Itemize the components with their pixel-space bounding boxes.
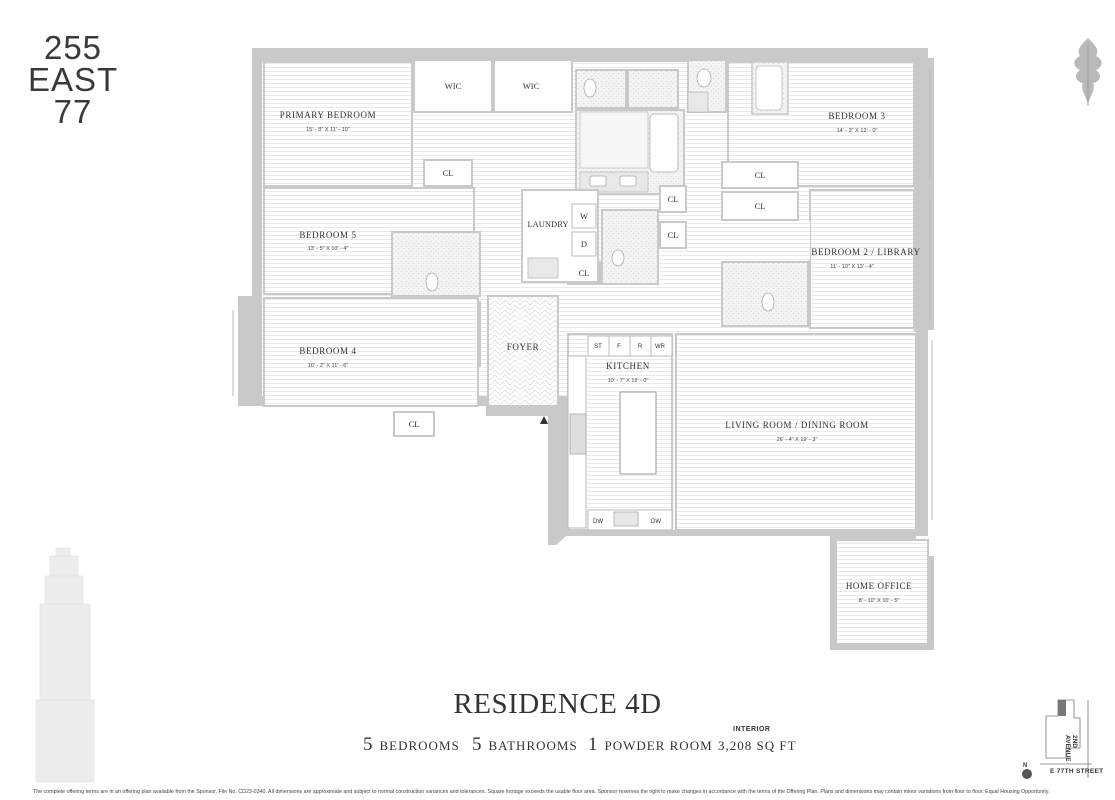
dims-bedroom-5: 13' - 5" X 10' - 4" <box>308 246 349 252</box>
label-bedroom-4: BEDROOM 4 <box>299 346 356 356</box>
stat-bedrooms: 5 BEDROOMS <box>363 734 460 756</box>
room-home-office <box>835 539 929 645</box>
street-label: E 77TH STREET <box>1050 768 1104 775</box>
dims-home-office: 8' - 10" X 10' - 5" <box>859 598 900 604</box>
stat-bathrooms-label: BATHROOMS <box>488 738 578 753</box>
closet-bedroom3 <box>721 161 799 189</box>
entry-arrow-icon <box>540 416 548 424</box>
room-bedroom-2 <box>809 189 915 329</box>
label-primary-bedroom: PRIMARY BEDROOM <box>280 110 376 120</box>
closet-bedroom4 <box>393 411 435 437</box>
label-washer: W <box>580 211 588 221</box>
stat-powder-label: POWDER ROOM <box>604 738 713 753</box>
label-st: ST <box>594 344 602 350</box>
room-bedroom-4 <box>263 297 479 407</box>
room-primary-bedroom <box>263 61 413 187</box>
stat-bedrooms-number: 5 <box>363 734 374 755</box>
label-kitchen: KITCHEN <box>606 361 650 371</box>
label-cl-primary: CL <box>443 168 454 178</box>
building-silhouette-icon <box>35 547 95 783</box>
room-powder <box>601 209 659 285</box>
label-foyer: FOYER <box>507 342 540 352</box>
stat-bathrooms: 5 BATHROOMS <box>472 734 578 756</box>
dims-bedroom-4: 16' - 2" X 11' - 6" <box>308 363 348 369</box>
stat-powder-number: 1 <box>588 734 599 755</box>
dims-bedroom-3: 14' - 3" X 12' - 0" <box>837 128 878 134</box>
interior-label: INTERIOR <box>733 726 771 733</box>
closet-hall-1 <box>659 185 687 213</box>
label-cl-hall-2: CL <box>668 230 679 240</box>
closet-bedroom2 <box>721 191 799 221</box>
north-label: N <box>1023 763 1028 769</box>
dims-living-dining: 26' - 4" X 19' - 3" <box>777 437 818 443</box>
label-laundry: LAUNDRY <box>527 219 568 229</box>
north-compass-icon <box>1022 769 1032 779</box>
label-dryer: D <box>581 239 587 249</box>
label-wic-1: WIC <box>445 81 462 91</box>
label-bedroom-3: BEDROOM 3 <box>828 111 885 121</box>
label-dw-2: DW <box>651 519 661 525</box>
dims-primary-bedroom: 15' - 8" X 11' - 10" <box>306 127 350 133</box>
kitchen-island <box>619 391 657 475</box>
label-f: F <box>617 344 621 350</box>
label-living-dining: LIVING ROOM / DINING ROOM <box>725 420 869 430</box>
dims-bedroom-2: 11' - 10" X 13' - 4" <box>830 264 874 270</box>
label-dw-1: DW <box>593 519 603 525</box>
logo-line-2: EAST <box>28 61 119 98</box>
room-wic-2 <box>493 59 573 113</box>
label-cl-bedroom3: CL <box>755 170 766 180</box>
location-key-map <box>1022 699 1092 779</box>
room-wic-1 <box>413 59 493 113</box>
legal-footnote: The complete offering terms are in an of… <box>33 789 1050 795</box>
label-wr: WR <box>655 344 666 350</box>
avenue-label: 2ND AVENUE <box>1064 735 1078 762</box>
label-bedroom-5: BEDROOM 5 <box>299 230 356 240</box>
stat-sqft: 3,208 SQ FT <box>718 738 797 753</box>
stat-bathrooms-number: 5 <box>472 734 483 755</box>
closet-hall-2 <box>659 221 687 249</box>
logo-line-3: 77 <box>53 93 93 130</box>
label-cl-bedroom2: CL <box>755 201 766 211</box>
label-r: R <box>638 344 643 350</box>
building-logo: 255 EAST 77 <box>28 29 119 130</box>
stat-bedrooms-label: BEDROOMS <box>379 738 460 753</box>
oak-leaf-icon <box>1074 38 1102 106</box>
label-bedroom-2: BEDROOM 2 / LIBRARY <box>811 247 920 257</box>
label-cl-hall-1: CL <box>668 194 679 204</box>
room-foyer <box>487 295 559 407</box>
residence-title: RESIDENCE 4D <box>453 688 662 720</box>
stat-powder: 1 POWDER ROOM <box>588 734 713 756</box>
closet-primary <box>423 159 473 187</box>
label-cl-bedroom4: CL <box>409 419 420 429</box>
label-cl-laundry: CL <box>579 268 590 278</box>
dims-kitchen: 10' - 7" X 19' - 0" <box>608 378 649 384</box>
logo-line-1: 255 <box>43 29 103 66</box>
label-home-office: HOME OFFICE <box>846 581 912 591</box>
label-wic-2: WIC <box>523 81 540 91</box>
room-living-dining <box>675 333 917 531</box>
